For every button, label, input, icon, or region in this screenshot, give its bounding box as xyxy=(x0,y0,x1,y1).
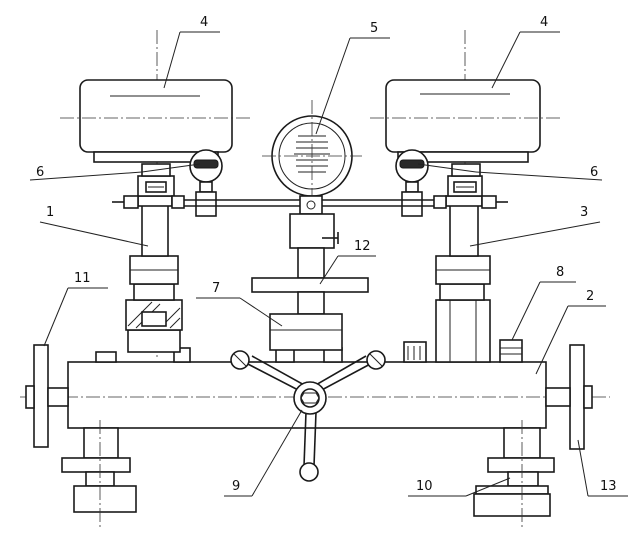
callout-13: 13 xyxy=(600,479,617,494)
left-column xyxy=(112,30,185,360)
left-handwheel xyxy=(25,344,69,448)
left-weight-block xyxy=(60,79,250,163)
callout-11: 11 xyxy=(74,271,91,286)
callout-10: 10 xyxy=(416,479,433,494)
pump-block xyxy=(269,313,343,351)
callout-6-left: 6 xyxy=(36,165,44,180)
callout-5: 5 xyxy=(370,21,378,36)
callout-1: 1 xyxy=(46,205,54,220)
callout-12: 12 xyxy=(354,239,371,254)
right-foot xyxy=(473,420,555,530)
left-small-gauge xyxy=(189,149,223,217)
callout-2: 2 xyxy=(586,289,594,304)
right-small-gauge xyxy=(395,149,429,217)
piston-disc xyxy=(251,277,369,315)
callout-4-right: 4 xyxy=(540,15,548,30)
callout-7: 7 xyxy=(212,281,220,296)
callout-9: 9 xyxy=(232,479,240,494)
callout-labels: 4 4 5 6 6 1 3 12 8 11 7 2 9 10 13 xyxy=(36,15,617,494)
leader-lines xyxy=(29,31,628,497)
callout-6-right: 6 xyxy=(590,165,598,180)
right-handwheel xyxy=(545,344,593,450)
right-weight-block xyxy=(370,79,560,163)
callout-3: 3 xyxy=(580,205,588,220)
callout-4-left: 4 xyxy=(200,15,208,30)
left-foot xyxy=(61,420,137,530)
callout-8: 8 xyxy=(556,265,564,280)
body-nuts xyxy=(95,339,523,363)
spoke-handwheel xyxy=(230,350,386,482)
